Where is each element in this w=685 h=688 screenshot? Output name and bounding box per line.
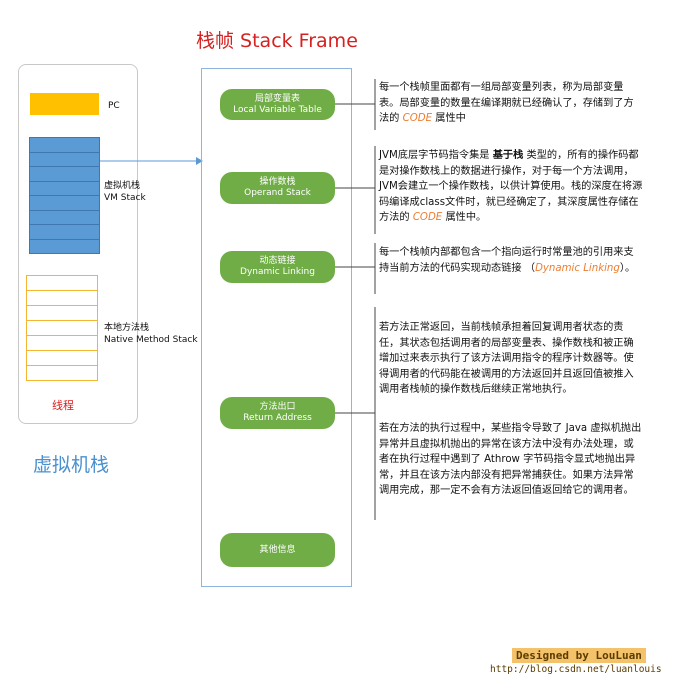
native-method-stack-block	[26, 275, 98, 381]
operand-stack-zh: 操作数栈	[259, 177, 296, 187]
operand-stack-node: 操作数栈 Operand Stack	[220, 172, 335, 204]
dynamic-desc-text-b: ）。	[619, 262, 636, 274]
native-stack-label: 本地方法栈 Native Method Stack	[104, 322, 198, 346]
native-stack-label-en: Native Method Stack	[104, 335, 198, 345]
thread-container	[18, 64, 138, 424]
return-address-normal-description: 若方法正常返回，当前栈帧承担着回复调用者状态的责任，其状态包括调用者的局部变量表…	[379, 322, 634, 395]
local-desc-code: CODE	[402, 113, 433, 124]
other-info-node: 其他信息	[220, 533, 335, 567]
designed-by-label: Designed by LouLuan	[512, 648, 646, 663]
dynamic-linking-node: 动态链接 Dynamic Linking	[220, 251, 335, 283]
operand-desc-text-b: 类型的，所有的操作码都是对操作数栈上的数据进行操作，对于每一个方法调用，JVM会…	[379, 150, 643, 223]
return-address-zh: 方法出口	[259, 402, 296, 412]
operand-desc-text-a: JVM底层字节码指令集是	[379, 150, 493, 161]
other-info-zh: 其他信息	[259, 544, 296, 555]
vm-stack-to-frame-arrow	[100, 157, 203, 165]
return-address-en: Return Address	[243, 413, 312, 423]
native-stack-label-zh: 本地方法栈	[104, 323, 150, 333]
local-variable-table-zh: 局部变量表	[254, 93, 300, 104]
page-title: 栈帧 Stack Frame	[196, 30, 358, 52]
stack-frame-box	[201, 68, 352, 587]
local-variable-table-en: Local Variable Table	[233, 104, 322, 115]
vm-stack-block	[29, 137, 100, 254]
return-address-node: 方法出口 Return Address	[220, 397, 335, 429]
operand-stack-description: JVM底层字节码指令集是 基于栈 类型的，所有的操作码都是对操作数栈上的数据进行…	[379, 148, 643, 226]
blog-url: http://blog.csdn.net/luanlouis	[490, 664, 662, 675]
local-desc-text-b: 属性中	[432, 113, 466, 124]
vm-stack-label: 虚拟机栈 VM Stack	[104, 180, 146, 204]
thread-label: 线程	[52, 399, 74, 412]
dynamic-linking-zh: 动态链接	[259, 256, 296, 266]
operand-desc-text-c: 属性中。	[442, 212, 487, 223]
operand-desc-code: CODE	[412, 212, 443, 223]
vm-stack-label-en: VM Stack	[104, 193, 146, 203]
local-variable-table-node: 局部变量表 Local Variable Table	[220, 89, 335, 120]
return-address-exception-description: 若在方法的执行过程中，某些指令导致了 Java 虚拟机抛出异常并且虚拟机抛出的异…	[379, 423, 642, 496]
dynamic-linking-description: 每一个栈帧内部都包含一个指向运行时常量池的引用来支持当前方法的代码实现动态链接 …	[379, 245, 643, 276]
dynamic-desc-text-a: 每一个栈帧内部都包含一个指向运行时常量池的引用来支持当前方法的代码实现动态链接 …	[379, 247, 634, 274]
pc-label: PC	[108, 101, 120, 111]
vm-stack-label-zh: 虚拟机栈	[104, 181, 141, 191]
pc-register-block	[30, 93, 99, 115]
local-variable-table-description: 每一个栈帧里面都有一组局部变量列表，称为局部变量表。局部变量的数量在编译期就已经…	[379, 80, 643, 127]
vm-stack-frame-cell	[29, 238, 100, 254]
dynamic-linking-en: Dynamic Linking	[240, 267, 315, 277]
native-stack-frame-cell	[26, 365, 98, 381]
local-desc-text-a: 每一个栈帧里面都有一组局部变量列表，称为局部变量表。局部变量的数量在编译期就已经…	[379, 82, 634, 124]
dynamic-desc-highlight: Dynamic Linking	[535, 262, 620, 274]
operand-stack-en: Operand Stack	[244, 188, 311, 198]
operand-desc-bold: 基于栈	[492, 150, 524, 161]
vm-title: 虚拟机栈	[33, 454, 110, 476]
